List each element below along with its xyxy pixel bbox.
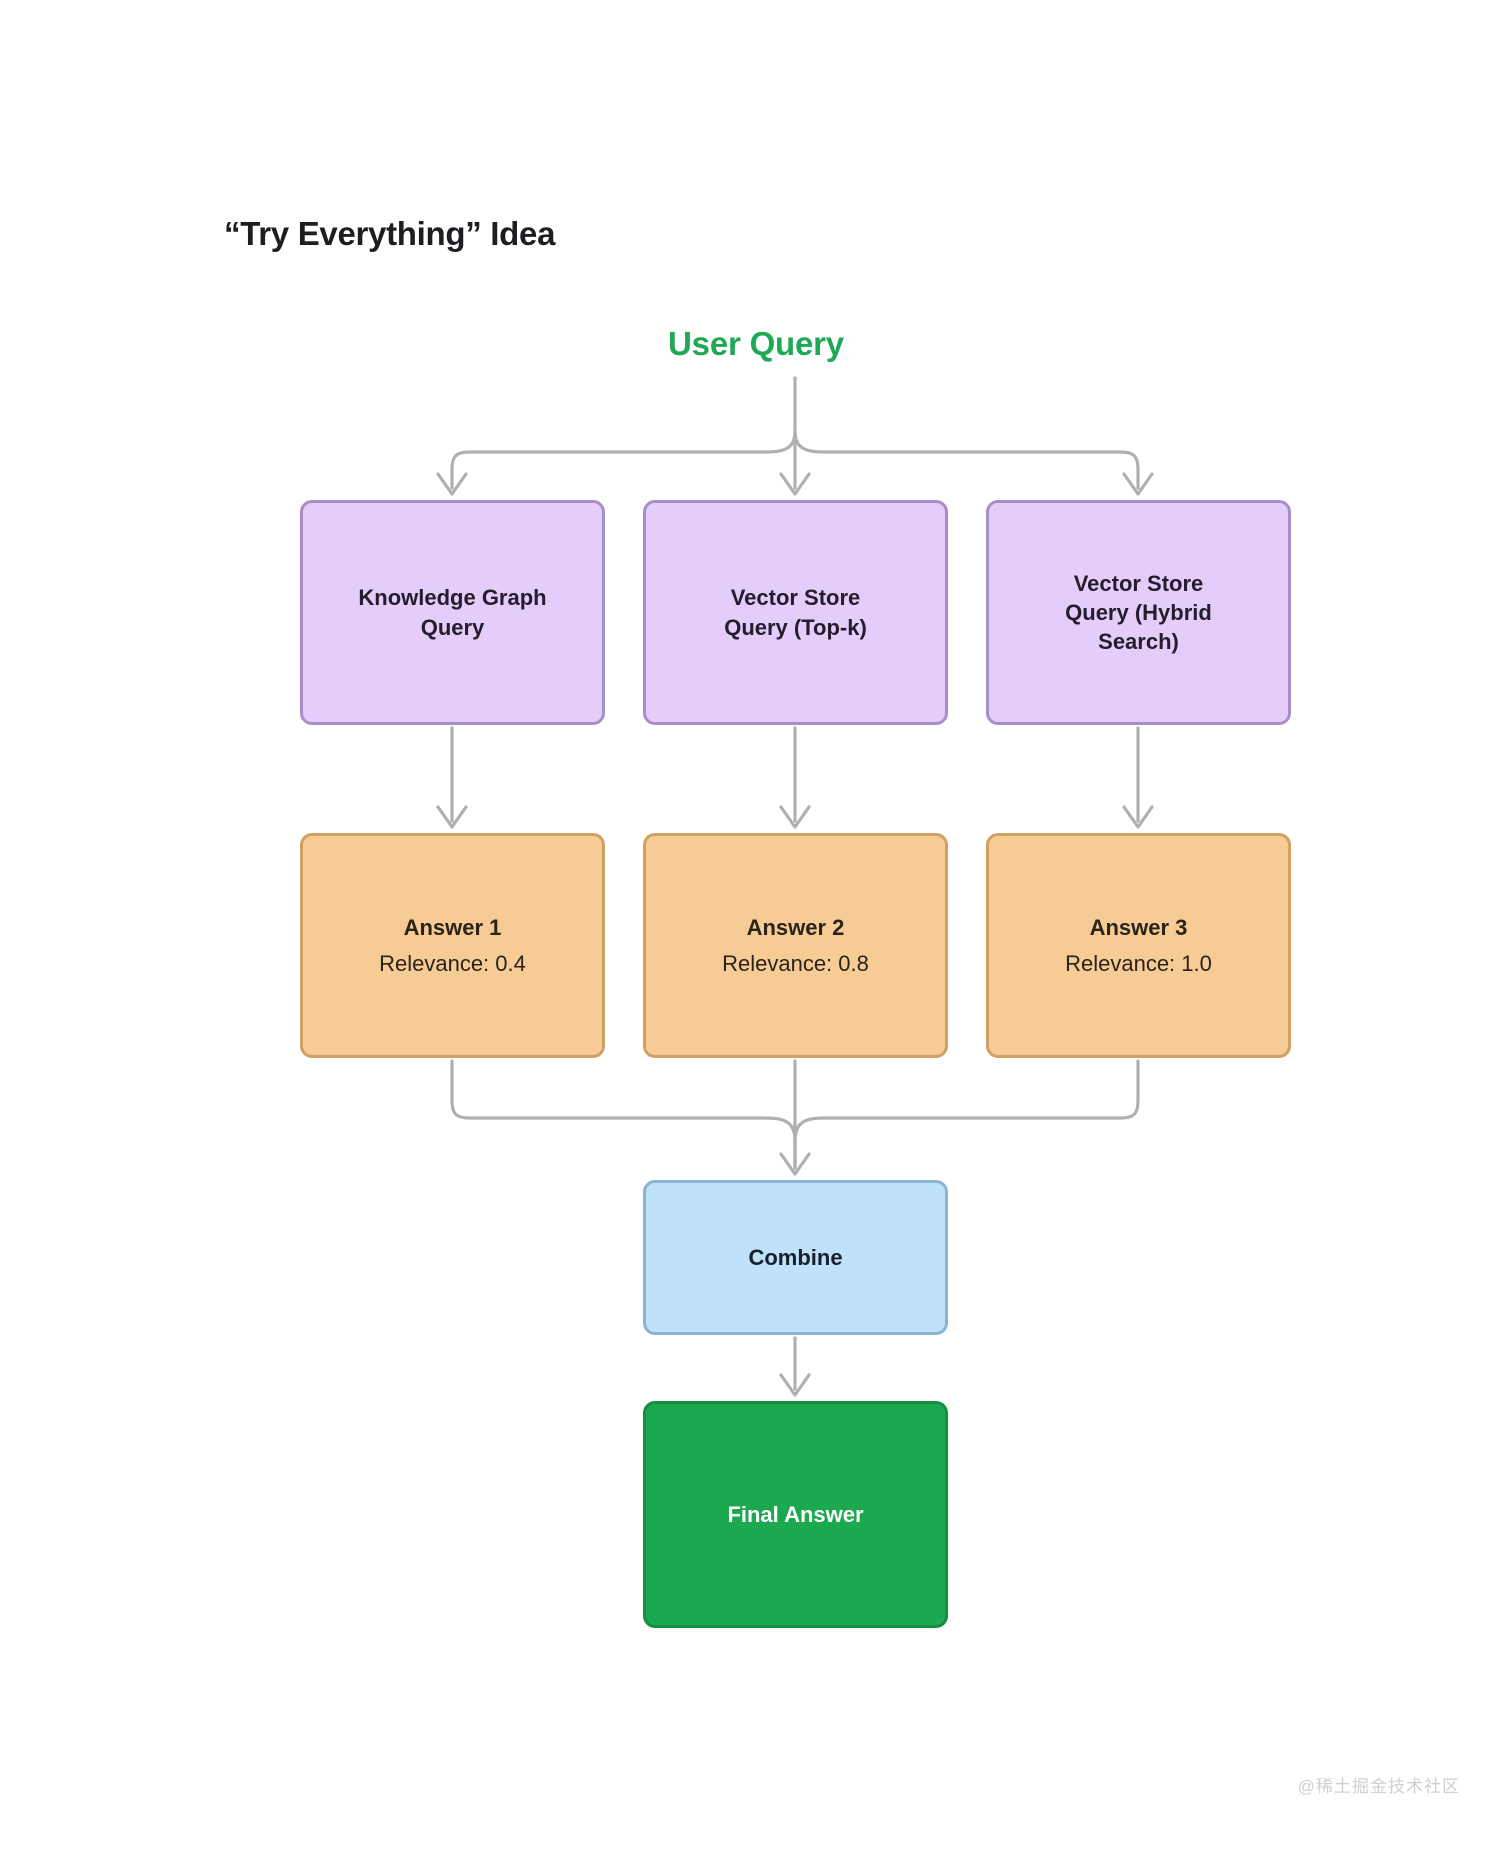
edge-userquery-to-kg [450,430,797,490]
edge-answer3-to-combine [793,1059,1140,1170]
node-answer-1[interactable]: Answer 1 Relevance: 0.4 [300,833,605,1058]
arrowhead-answer1-in [436,805,468,829]
arrowhead-answer2-in [779,805,811,829]
node-label: Combine [748,1244,843,1270]
edge-userquery-to-vhyb [793,430,1140,490]
arrowhead-vhyb-in [1122,472,1154,496]
root-node-user-query: User Query [668,325,844,362]
node-vector-store-query-hybrid[interactable]: Vector Store Query (Hybrid Search) [986,500,1291,725]
page-title: “Try Everything” Idea [224,215,556,252]
node-label-line: Query (Hybrid [1065,599,1212,625]
answer-relevance: Relevance: 0.8 [722,951,869,976]
answer-title: Answer 3 [1089,914,1188,940]
node-knowledge-graph-query[interactable]: Knowledge Graph Query [300,500,605,725]
answer-title: Answer 1 [403,914,502,940]
node-label-line: Search) [1098,629,1179,655]
answer-relevance: Relevance: 0.4 [379,951,526,976]
node-label-line: Query [420,614,485,640]
arrowhead-combine-in [779,1152,811,1176]
node-answer-3[interactable]: Answer 3 Relevance: 1.0 [986,833,1291,1058]
answer-title: Answer 2 [746,914,845,940]
node-label-line: Vector Store [730,585,861,611]
arrowhead-final-in [779,1373,811,1397]
node-vector-store-query-topk[interactable]: Vector Store Query (Top-k) [643,500,948,725]
node-label-line: Knowledge Graph [358,585,547,611]
arrowhead-kg-in [436,472,468,496]
node-label-line: Query (Top-k) [724,614,867,640]
node-combine[interactable]: Combine [643,1180,948,1335]
watermark: @稀土掘金技术社区 [1297,1777,1460,1796]
arrowhead-vtop-in [779,472,811,496]
edge-answer1-to-combine [450,1059,797,1170]
node-label: Final Answer [727,1501,864,1527]
node-label-line: Vector Store [1073,570,1204,596]
answer-relevance: Relevance: 1.0 [1065,951,1212,976]
node-final-answer[interactable]: Final Answer [643,1401,948,1628]
arrowhead-answer3-in [1122,805,1154,829]
node-answer-2[interactable]: Answer 2 Relevance: 0.8 [643,833,948,1058]
